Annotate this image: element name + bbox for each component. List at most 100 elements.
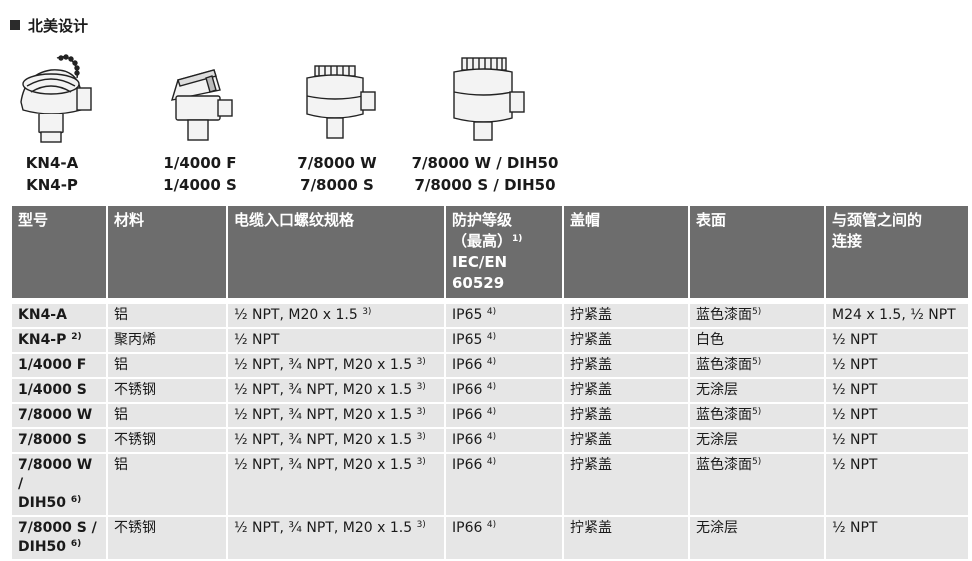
model-text-line2: DIH50	[18, 495, 67, 511]
footnote-ref: 3)	[416, 520, 426, 530]
surface-text: 蓝色漆面	[696, 407, 752, 423]
cell-surface: 蓝色漆面5)	[690, 304, 824, 329]
cell-thread: ½ NPT	[228, 329, 444, 354]
cell-protection: IP66 4)	[446, 454, 562, 517]
header-protection-line1: 防护等级	[452, 211, 513, 229]
model-text: KN4-A	[18, 307, 67, 323]
header-surface: 表面	[690, 206, 824, 304]
cell-protection: IP65 4)	[446, 329, 562, 354]
thread-text: ½ NPT, ¾ NPT, M20 x 1.5	[234, 520, 413, 536]
header-material: 材料	[108, 206, 226, 304]
model-text: 7/8000 W /	[18, 457, 93, 492]
product-7-8000-dih50: 7/8000 W / DIH50 7/8000 S / DIH50	[410, 52, 560, 196]
footnote-ref: 6)	[70, 495, 82, 505]
footnote-ref: 6)	[70, 539, 82, 549]
footnote-ref: 3)	[416, 407, 426, 417]
surface-text: 蓝色漆面	[696, 357, 752, 373]
header-cap: 盖帽	[564, 206, 688, 304]
footnote-ref: 5)	[752, 357, 762, 367]
cell-connection: ½ NPT	[826, 354, 968, 379]
cell-protection: IP66 4)	[446, 429, 562, 454]
footnote-ref: 5)	[752, 407, 762, 417]
header-protection-line2: （最高）	[452, 232, 513, 250]
cell-surface: 无涂层	[690, 429, 824, 454]
cell-connection: ½ NPT	[826, 404, 968, 429]
cell-thread: ½ NPT, ¾ NPT, M20 x 1.5 3)	[228, 517, 444, 561]
header-protection-line3: IEC/EN 60529	[452, 253, 508, 292]
cell-connection: ½ NPT	[826, 329, 968, 354]
cell-connection: ½ NPT	[826, 454, 968, 517]
cell-connection: M24 x 1.5, ½ NPT	[826, 304, 968, 329]
kn4-head-icon	[20, 54, 92, 143]
surface-text: 白色	[696, 332, 724, 348]
footnote-ref: 4)	[486, 520, 497, 530]
header-protection: 防护等级 （最高）1) IEC/EN 60529	[446, 206, 562, 304]
cell-surface: 蓝色漆面5)	[690, 454, 824, 517]
surface-text: 无涂层	[696, 520, 738, 536]
surface-text: 无涂层	[696, 432, 738, 448]
cell-model: 1/4000 S	[12, 379, 106, 404]
thread-text: ½ NPT, ¾ NPT, M20 x 1.5	[234, 357, 413, 373]
cell-model: KN4-A	[12, 304, 106, 329]
thread-text: ½ NPT, ¾ NPT, M20 x 1.5	[234, 432, 413, 448]
footnote-ref: 4)	[486, 332, 497, 342]
product-label-1: 7/8000 W / DIH50	[411, 154, 559, 172]
footnote-ref: 5)	[752, 457, 762, 467]
product-label-1: KN4-A	[25, 154, 79, 172]
cell-connection: ½ NPT	[826, 429, 968, 454]
cell-model: 7/8000 W / DIH50 6)	[12, 454, 106, 517]
footnote-ref: 4)	[486, 357, 497, 367]
cell-thread: ½ NPT, ¾ NPT, M20 x 1.5 3)	[228, 379, 444, 404]
screw-cap-head-icon	[306, 65, 376, 139]
cell-material: 聚丙烯	[108, 329, 226, 354]
cell-surface: 无涂层	[690, 379, 824, 404]
header-connection-line2: 连接	[832, 232, 863, 250]
footnote-ref: 3)	[416, 357, 426, 367]
cell-cap: 拧紧盖	[564, 354, 688, 379]
header-connection-line1: 与颈管之间的	[832, 211, 923, 229]
cell-cap: 拧紧盖	[564, 329, 688, 354]
cell-material: 不锈钢	[108, 517, 226, 561]
thread-text: ½ NPT, ¾ NPT, M20 x 1.5	[234, 407, 413, 423]
footnote-ref: 2)	[71, 332, 82, 342]
cell-protection: IP66 4)	[446, 379, 562, 404]
product-7-8000: 7/8000 W 7/8000 S	[292, 52, 382, 196]
cell-model: KN4-P 2)	[12, 329, 106, 354]
protection-text: IP66	[452, 432, 483, 448]
cell-model: 7/8000 S /DIH50 6)	[12, 517, 106, 561]
footnote-ref: 5)	[752, 307, 762, 317]
cell-surface: 蓝色漆面5)	[690, 404, 824, 429]
cell-model: 7/8000 S	[12, 429, 106, 454]
cell-protection: IP66 4)	[446, 404, 562, 429]
cell-connection: ½ NPT	[826, 517, 968, 561]
cell-thread: ½ NPT, ¾ NPT, M20 x 1.5 3)	[228, 404, 444, 429]
cell-cap: 拧紧盖	[564, 454, 688, 517]
cell-cap: 拧紧盖	[564, 404, 688, 429]
thread-text: ½ NPT	[234, 332, 280, 348]
model-text: 7/8000 S	[18, 432, 87, 448]
protection-text: IP66	[452, 407, 483, 423]
cell-protection: IP66 4)	[446, 517, 562, 561]
cell-material: 铝	[108, 454, 226, 517]
footnote-ref: 3)	[416, 382, 426, 392]
product-label-2: KN4-P	[26, 176, 78, 194]
protection-text: IP65	[452, 332, 483, 348]
header-model: 型号	[12, 206, 106, 304]
footnote-ref: 3)	[362, 307, 372, 317]
cell-material: 铝	[108, 354, 226, 379]
footnote-ref: 4)	[486, 407, 497, 417]
product-1-4000: 1/4000 F 1/4000 S	[155, 52, 245, 196]
surface-text: 无涂层	[696, 382, 738, 398]
header-thread: 电缆入口螺纹规格	[228, 206, 444, 304]
footnote-ref: 1)	[512, 234, 523, 244]
product-label-2: 7/8000 S	[300, 176, 374, 194]
section-title-text: 北美设计	[28, 16, 89, 35]
cell-material: 铝	[108, 404, 226, 429]
